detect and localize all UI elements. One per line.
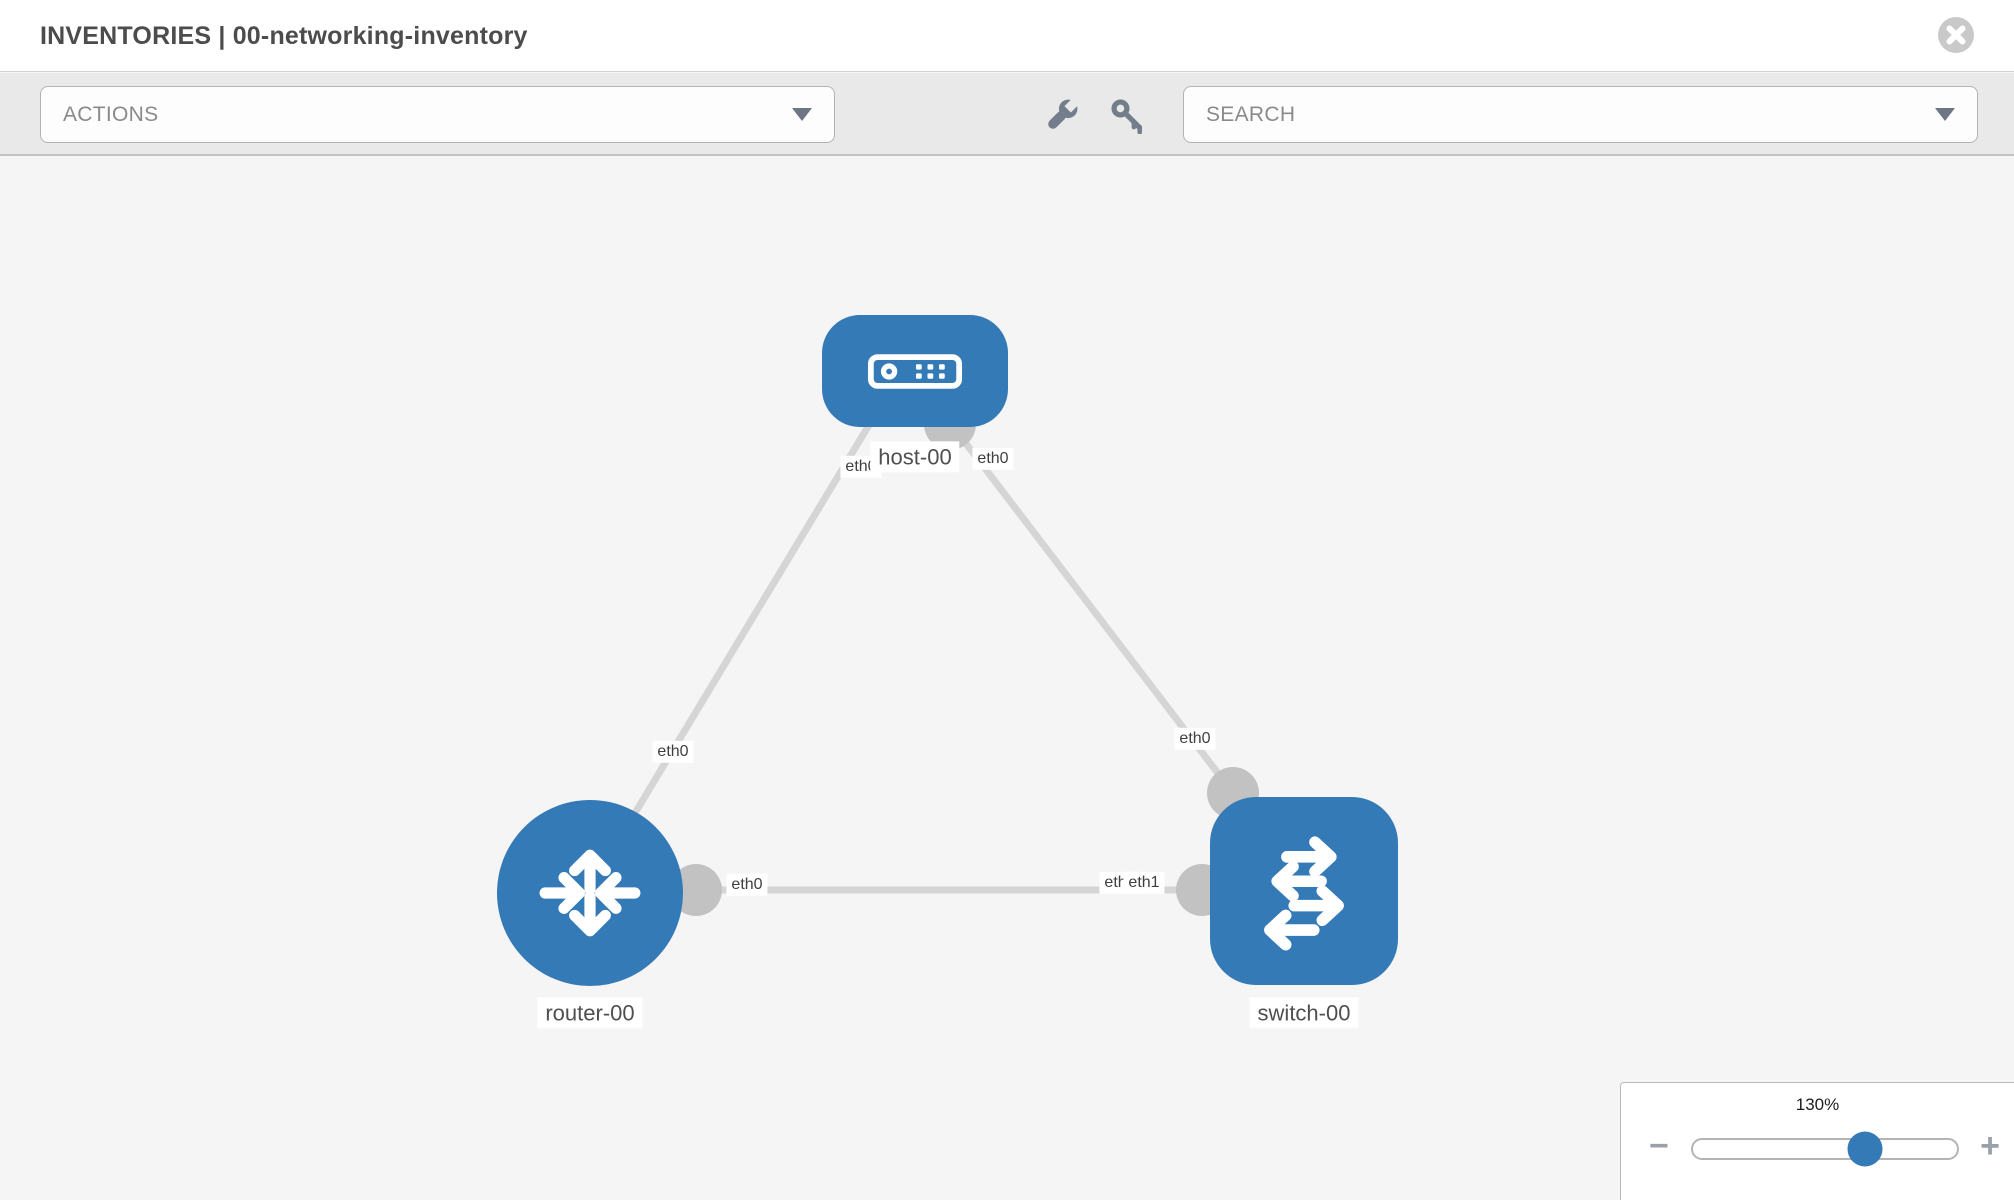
zoom-percentage: 130%	[1795, 1095, 1840, 1114]
zoom-in-button[interactable]: +	[1980, 1127, 2000, 1165]
switch-icon	[1264, 836, 1344, 951]
interface-label: eth0	[726, 873, 768, 897]
configure-button[interactable]	[1042, 95, 1082, 135]
chevron-down-icon	[792, 108, 812, 121]
interface-port	[670, 864, 722, 916]
node-router-00[interactable]	[497, 800, 683, 986]
search-dropdown-label: SEARCH	[1206, 102, 1296, 126]
node-switch-00[interactable]	[1210, 797, 1398, 985]
node-host-00[interactable]	[822, 315, 1008, 427]
credentials-button[interactable]	[1108, 96, 1146, 135]
host-icon	[867, 353, 963, 389]
interface-label: eth0	[1174, 727, 1216, 751]
interface-label: eth0	[972, 447, 1014, 471]
zoom-slider-thumb[interactable]	[1847, 1131, 1883, 1167]
chevron-down-icon	[1935, 108, 1955, 121]
close-icon	[1938, 17, 1974, 53]
close-button[interactable]	[1936, 15, 1976, 55]
zoom-slider-track[interactable]	[1691, 1131, 1959, 1167]
interface-label: eth1	[1123, 871, 1165, 895]
actions-dropdown[interactable]: ACTIONS	[40, 86, 835, 143]
actions-dropdown-label: ACTIONS	[63, 102, 159, 126]
wrench-icon	[1048, 96, 1081, 129]
topology-links-layer	[629, 398, 1259, 916]
header: INVENTORIES | 00-networking-inventory	[0, 0, 2014, 72]
node-label-switch-00: switch-00	[1249, 997, 1359, 1029]
search-dropdown[interactable]: SEARCH	[1183, 86, 1978, 143]
key-icon	[1111, 98, 1143, 135]
interface-label: eth0	[652, 740, 694, 764]
topology-canvas[interactable]: host-00 router-00 switch-00 eth0 eth0 eth0 eth…	[0, 158, 2014, 1200]
zoom-panel: 130% − +	[1620, 1082, 2014, 1200]
toolbar-tools	[1042, 73, 1146, 156]
node-label-host-00: host-00	[870, 441, 960, 473]
page-title: INVENTORIES | 00-networking-inventory	[40, 22, 528, 50]
node-label-router-00: router-00	[537, 997, 643, 1029]
zoom-slider-row: − +	[1621, 1127, 2014, 1169]
zoom-out-button[interactable]: −	[1649, 1127, 1669, 1165]
toolbar: ACTIONS SEARCH	[0, 73, 2014, 156]
router-icon	[539, 849, 641, 937]
